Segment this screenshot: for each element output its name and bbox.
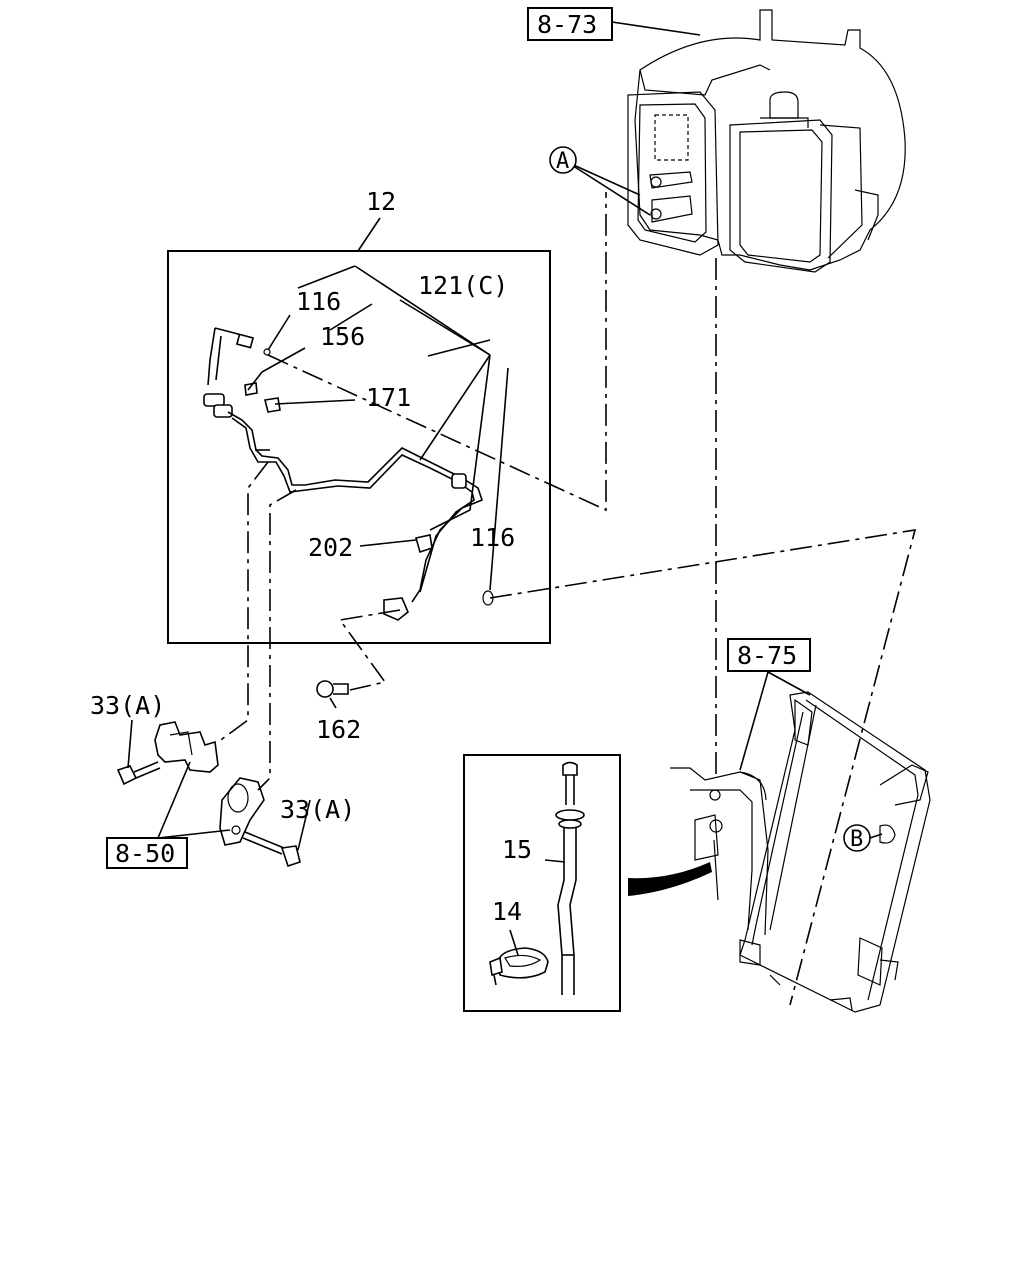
label-cap-156: 156 [320,322,365,351]
label-clamp-left: 33(A) [90,691,165,720]
label-valve-202: 202 [308,533,353,562]
label-oring-top: 116 [296,287,341,316]
label-oring-right: 116 [470,523,515,552]
label-receiver-tube: 15 [502,835,532,864]
pipe-assembly-drawing [203,327,494,621]
clamp-right-drawing [219,777,301,868]
receiver-detail-drawing [489,761,585,995]
marker-a-text: A [556,149,569,174]
ref-condenser-text: 8-75 [737,641,797,670]
label-pipe-c: 121(C) [418,271,508,300]
detail-arrow [628,862,712,896]
label-band-clamp: 14 [492,897,522,926]
ref-box-condenser[interactable]: 8-75 [727,638,811,672]
pipe-assembly-box [167,250,551,644]
marker-b-text: B [850,827,863,852]
receiver-detail-box [463,754,621,1012]
label-cap-171: 171 [366,383,411,412]
ref-heater-text: 8-73 [537,10,597,39]
label-pipe-assembly: 12 [366,187,396,216]
leader-lines [127,21,917,1006]
label-bolt-162: 162 [316,715,361,744]
marker-b: B [843,824,871,852]
ref-bracket-text: 8-50 [115,839,175,868]
marker-a: A [549,146,577,174]
ref-box-bracket[interactable]: 8-50 [106,837,188,869]
clamp-left-drawing [116,721,219,786]
bolt-162-drawing [316,680,349,698]
label-clamp-right: 33(A) [280,795,355,824]
ref-box-heater[interactable]: 8-73 [527,7,613,41]
heater-unit-drawing [627,9,906,273]
condenser-drawing [670,691,931,1013]
